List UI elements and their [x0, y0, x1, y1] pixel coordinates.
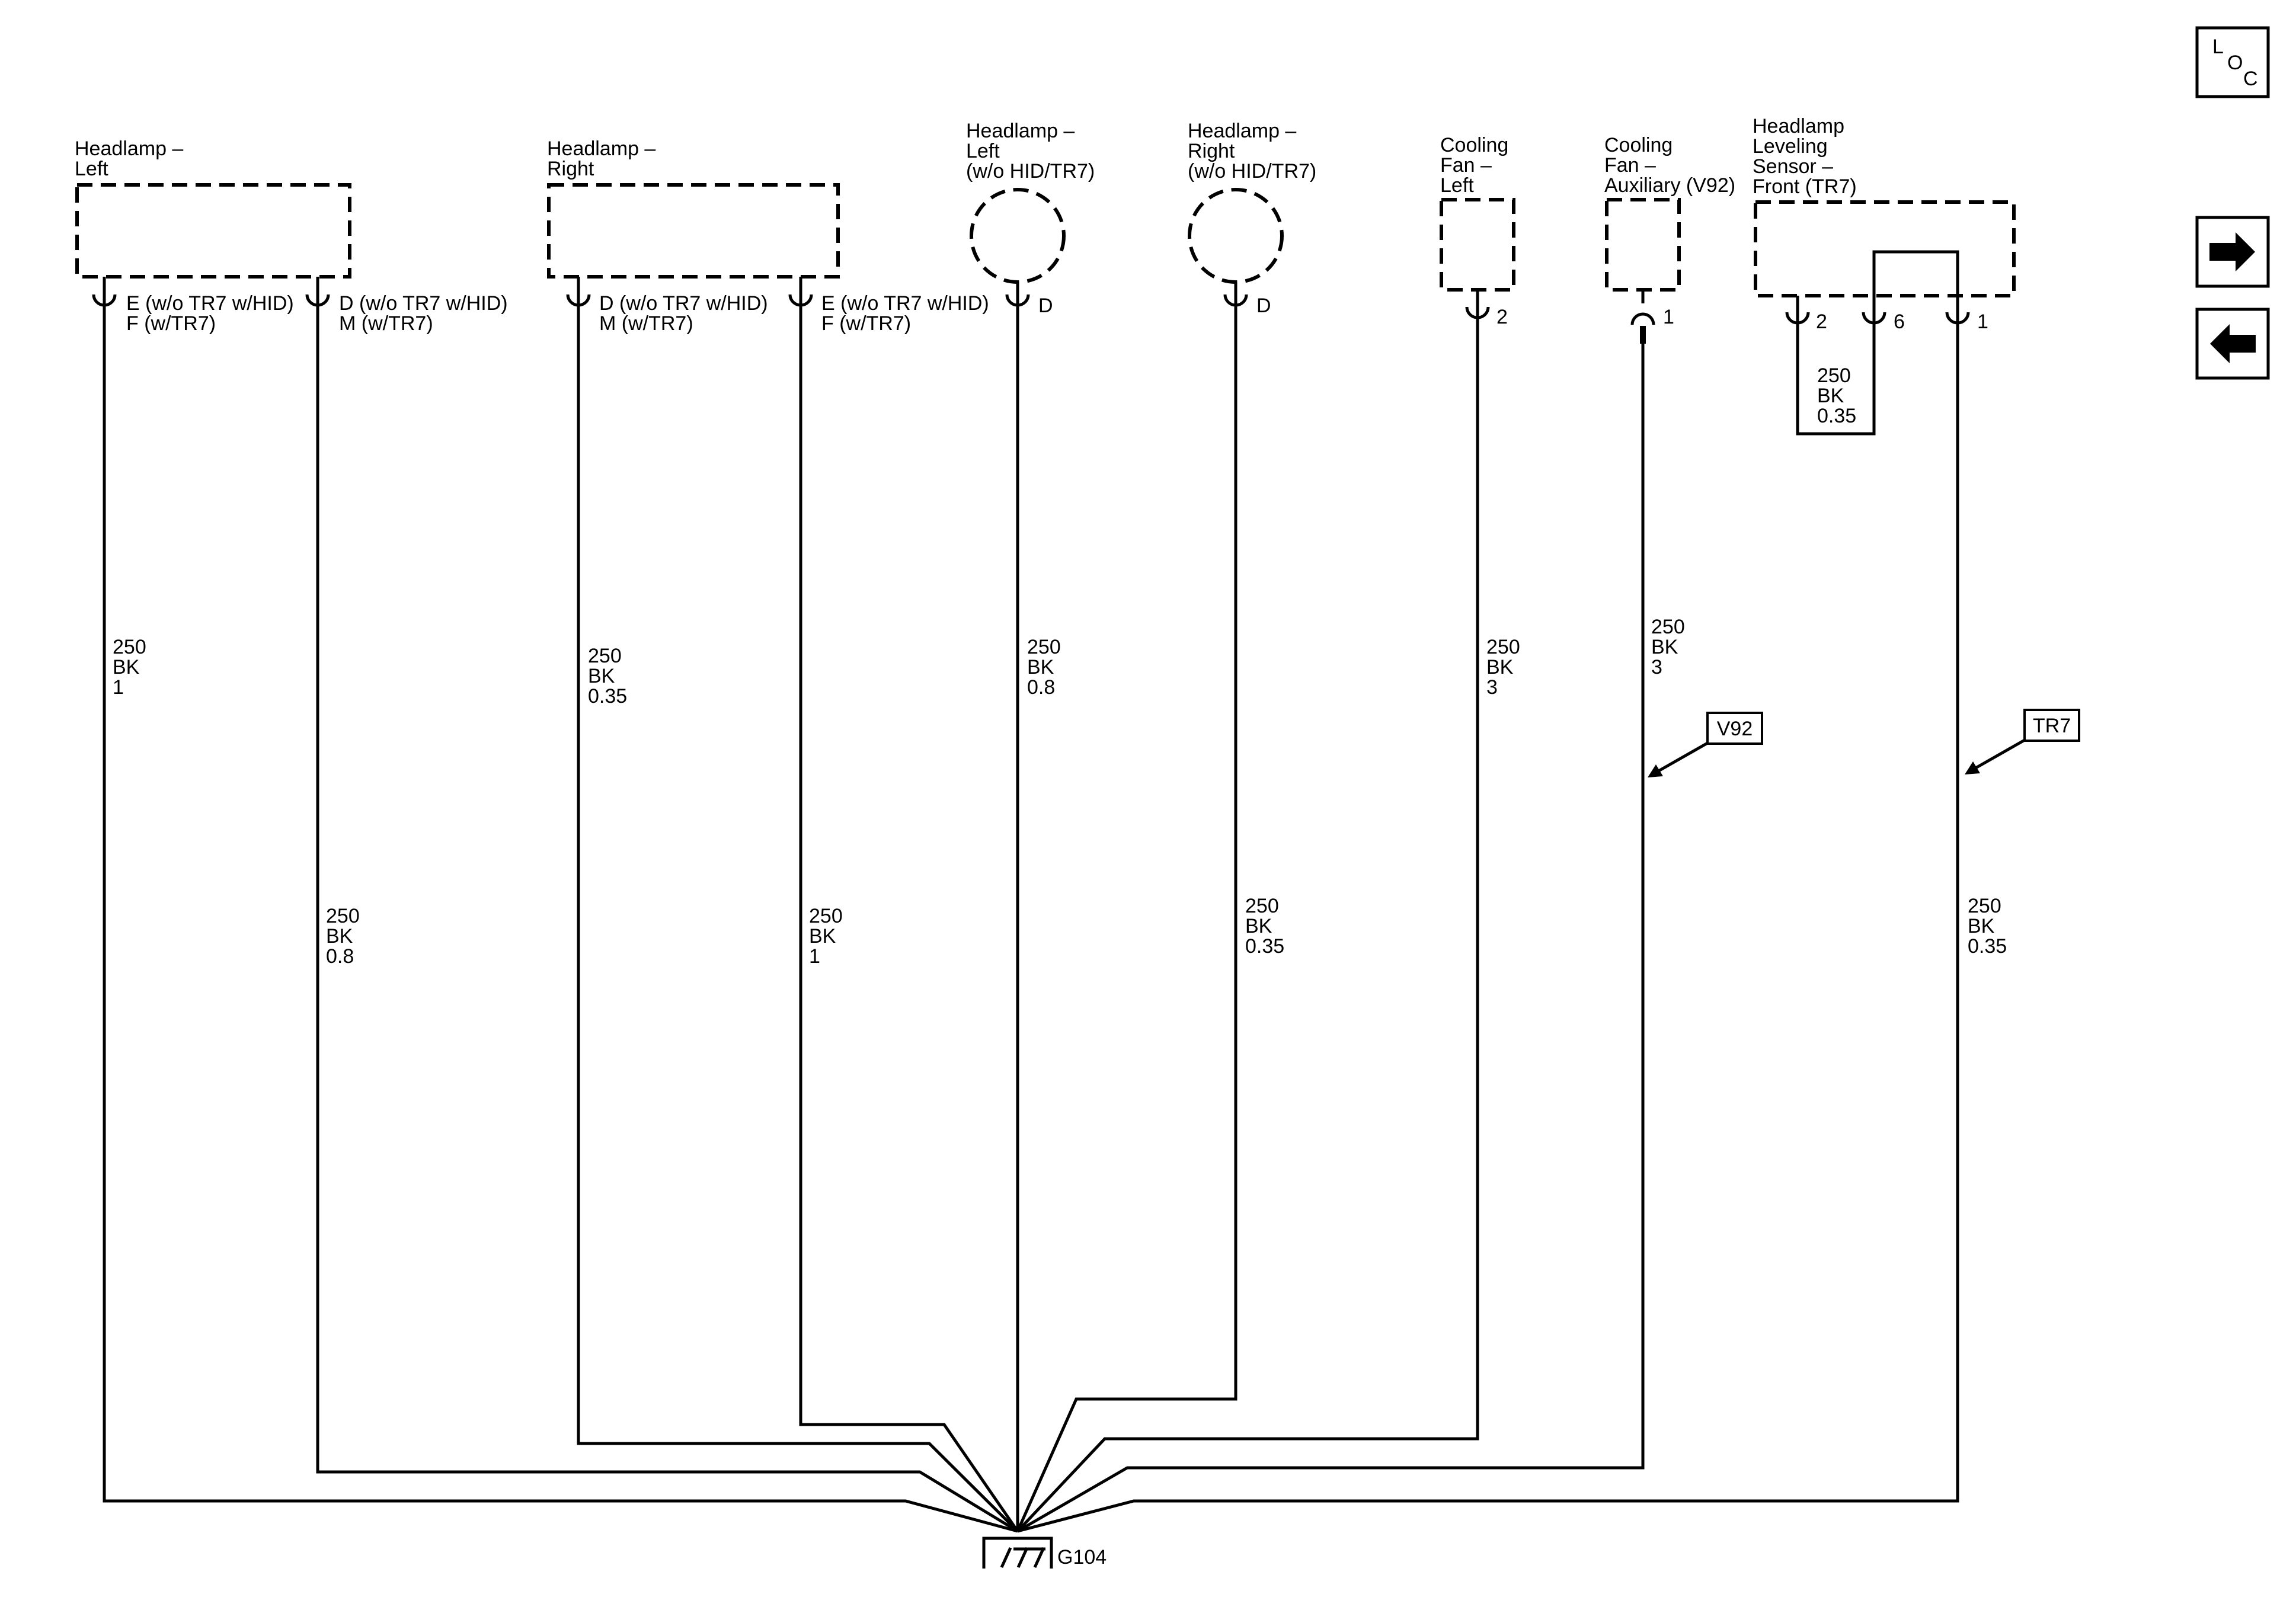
pin-label-headlamp-right-e: E (w/o TR7 w/HID) F (w/TR7) [821, 292, 994, 335]
pin-label-cooling-fan-aux: 1 [1663, 306, 1674, 328]
pin-label-headlamp-right-nohid: D [1256, 295, 1271, 317]
terminal-cooling-fan-aux-1 [1630, 290, 1655, 344]
wire-headlamp-right-d [577, 305, 1019, 1532]
cooling-fan-left-box [1440, 198, 1515, 292]
leveling-sensor-internal-jumper [1872, 250, 1959, 296]
wire-label-w9: 250 BK 0.35 [1968, 895, 2007, 958]
cooling-fan-aux-box [1605, 198, 1681, 292]
leveling-sensor-box [1754, 200, 2016, 297]
headlamp-left-nohid-circle [970, 188, 1066, 284]
wire-headlamp-left-e [103, 305, 1018, 1533]
wire-label-w5: 250 BK 0.8 [1027, 636, 1066, 699]
wire-cooling-fan-left-2 [1016, 318, 1479, 1532]
loc-button[interactable]: L O C [2195, 26, 2270, 98]
pin-label-leveling-sensor-1: 1 [1977, 311, 1988, 333]
terminal-headlamp-left-nohid-d [1005, 282, 1030, 307]
wire-headlamp-left-d [316, 305, 1019, 1533]
arrow-right-icon[interactable] [2195, 216, 2270, 288]
headlamp-right-box [547, 183, 840, 279]
headlamp-right-nohid-name: Headlamp – Right (w/o HID/TR7) [1188, 120, 1316, 183]
wire-label-w4: 250 BK 1 [809, 905, 848, 968]
wire-label-w3: 250 BK 0.35 [588, 645, 627, 708]
wire-label-w6: 250 BK 0.35 [1245, 895, 1284, 958]
terminal-headlamp-left-d [305, 277, 330, 307]
terminal-leveling-sensor-1 [1945, 296, 1970, 325]
pin-label-headlamp-right-d: D (w/o TR7 w/HID) M (w/TR7) [599, 292, 773, 335]
leveling-sensor-name: Headlamp Leveling Sensor – Front (TR7) [1753, 115, 1857, 198]
leveling-sensor-external-jumper [1796, 323, 1876, 436]
wire-label-jumper: 250 BK 0.35 [1817, 364, 1856, 427]
option-callout-v92: V92 [1648, 712, 1763, 777]
svg-text:C: C [2243, 68, 2258, 90]
cooling-fan-aux-name: Cooling Fan – Auxiliary (V92) [1604, 134, 1735, 197]
wire-label-w7: 250 BK 3 [1486, 636, 1526, 699]
pin-label-headlamp-left-d: D (w/o TR7 w/HID) M (w/TR7) [339, 292, 513, 335]
pin-label-headlamp-left-e: E (w/o TR7 w/HID) F (w/TR7) [126, 292, 299, 335]
wire-cooling-fan-aux-1 [1016, 344, 1645, 1533]
terminal-cooling-fan-left-2 [1465, 290, 1490, 319]
wire-label-w8: 250 BK 3 [1651, 616, 1690, 678]
headlamp-right-nohid-circle [1188, 188, 1284, 284]
headlamp-left-name: Headlamp – Left [75, 137, 189, 180]
terminal-headlamp-right-e [788, 277, 813, 307]
wire-label-w2: 250 BK 0.8 [326, 905, 365, 968]
terminal-leveling-sensor-6 [1862, 296, 1886, 325]
headlamp-left-nohid-name: Headlamp – Left (w/o HID/TR7) [966, 120, 1095, 183]
svg-text:L: L [2212, 36, 2224, 58]
ground-g104-label: G104 [1057, 1546, 1107, 1569]
wire-headlamp-right-e [799, 305, 1019, 1532]
ground-g104-symbol [982, 1537, 1053, 1569]
option-callout-tr7: TR7 [1965, 709, 2080, 774]
pin-label-cooling-fan-left: 2 [1496, 306, 1508, 328]
svg-text:TR7: TR7 [2033, 715, 2071, 737]
pin-label-headlamp-left-nohid: D [1038, 295, 1053, 317]
terminal-headlamp-right-nohid-d [1223, 282, 1248, 307]
wire-headlamp-right-nohid-d [1016, 305, 1237, 1532]
terminal-headlamp-left-e [92, 277, 117, 307]
cooling-fan-left-name: Cooling Fan – Left [1440, 134, 1514, 197]
arrow-left-icon[interactable] [2195, 308, 2270, 380]
wire-leveling-sensor-1 [1017, 323, 1959, 1533]
pin-label-leveling-sensor-6: 6 [1894, 311, 1905, 333]
headlamp-right-name: Headlamp – Right [547, 137, 661, 180]
svg-text:V92: V92 [1717, 718, 1753, 740]
pin-label-leveling-sensor-2: 2 [1816, 311, 1827, 333]
terminal-leveling-sensor-2 [1785, 296, 1810, 325]
terminal-headlamp-right-d [566, 277, 591, 307]
wire-label-w1: 250 BK 1 [113, 636, 152, 699]
headlamp-left-box [75, 183, 351, 279]
svg-text:O: O [2227, 52, 2243, 74]
